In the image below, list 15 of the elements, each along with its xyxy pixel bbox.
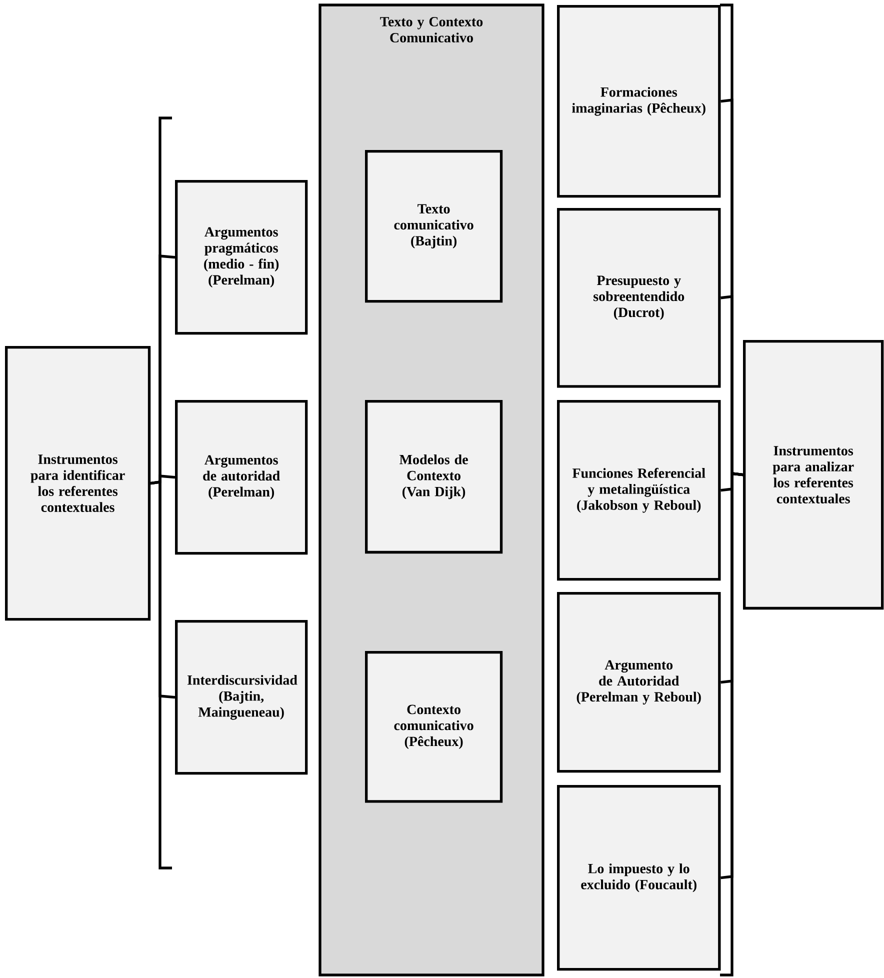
text-box: Instrumentos para analizar los referentes contextuales — [743, 340, 884, 610]
text-box: Presupuesto y sobreentendido (Ducrot) — [557, 208, 721, 388]
text-box: Interdiscursividad (Bajtin, Maingueneau) — [175, 620, 308, 775]
text-box: Funciones Referencial y metalingüística (Jakobson y Reboul) — [557, 400, 721, 581]
text-box: Instrumentos para identificar los referentes contextuales — [5, 346, 151, 621]
text-box: Texto comunicativo (Bajtin) — [365, 150, 503, 303]
text-box: Modelos de Contexto (Van Dijk) — [365, 400, 503, 554]
text-box: Formaciones imaginarias (Pêcheux) — [557, 5, 721, 198]
text-box: Lo impuesto y lo excluido (Foucault) — [557, 785, 721, 971]
text-box: Argumentos pragmáticos (medio - fin) (Perelman) — [175, 180, 308, 335]
text-box: Argumento de Autoridad (Perelman y Reboul) — [557, 592, 721, 773]
text-box: Argumentos de autoridad (Perelman) — [175, 400, 308, 555]
connector — [150, 480, 176, 699]
connector — [720, 472, 744, 880]
text-box: Contexto comunicativo (Pêcheux) — [365, 651, 503, 803]
